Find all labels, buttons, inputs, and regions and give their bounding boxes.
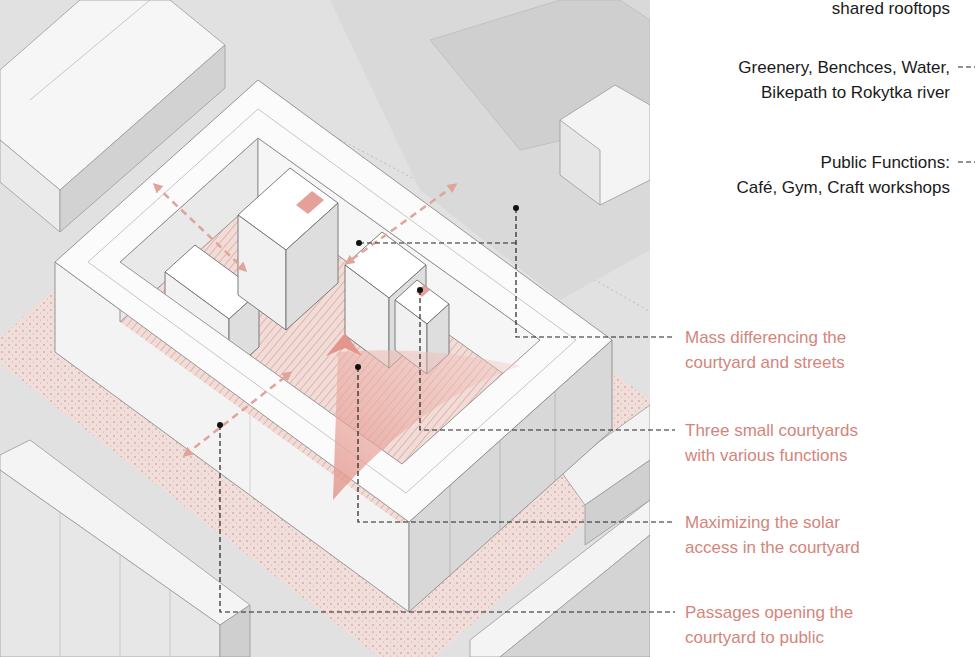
callout-label: Passages opening the courtyard to public (685, 600, 890, 650)
annotation-label: Public Functions: (821, 150, 950, 175)
site-illustration (0, 0, 650, 657)
callout-label: Maximizing the solar access in the court… (685, 510, 890, 560)
leader-lines (220, 67, 975, 612)
callout-label: Three small courtyards with various func… (685, 418, 890, 468)
neighbour-buildings (0, 0, 650, 657)
annotation-label: Greenery, Benchces, Water, Bikepath to R… (700, 55, 950, 105)
callout-label: Mass differencing the courtyard and stre… (685, 325, 890, 375)
leader-dots (217, 205, 519, 428)
annotation-label: shared rooftops (832, 0, 950, 21)
solar-arrow (326, 333, 520, 500)
roof-ring (55, 80, 612, 522)
passage-arrows (155, 185, 455, 455)
annotation-label: Café, Gym, Craft workshops (736, 175, 950, 200)
